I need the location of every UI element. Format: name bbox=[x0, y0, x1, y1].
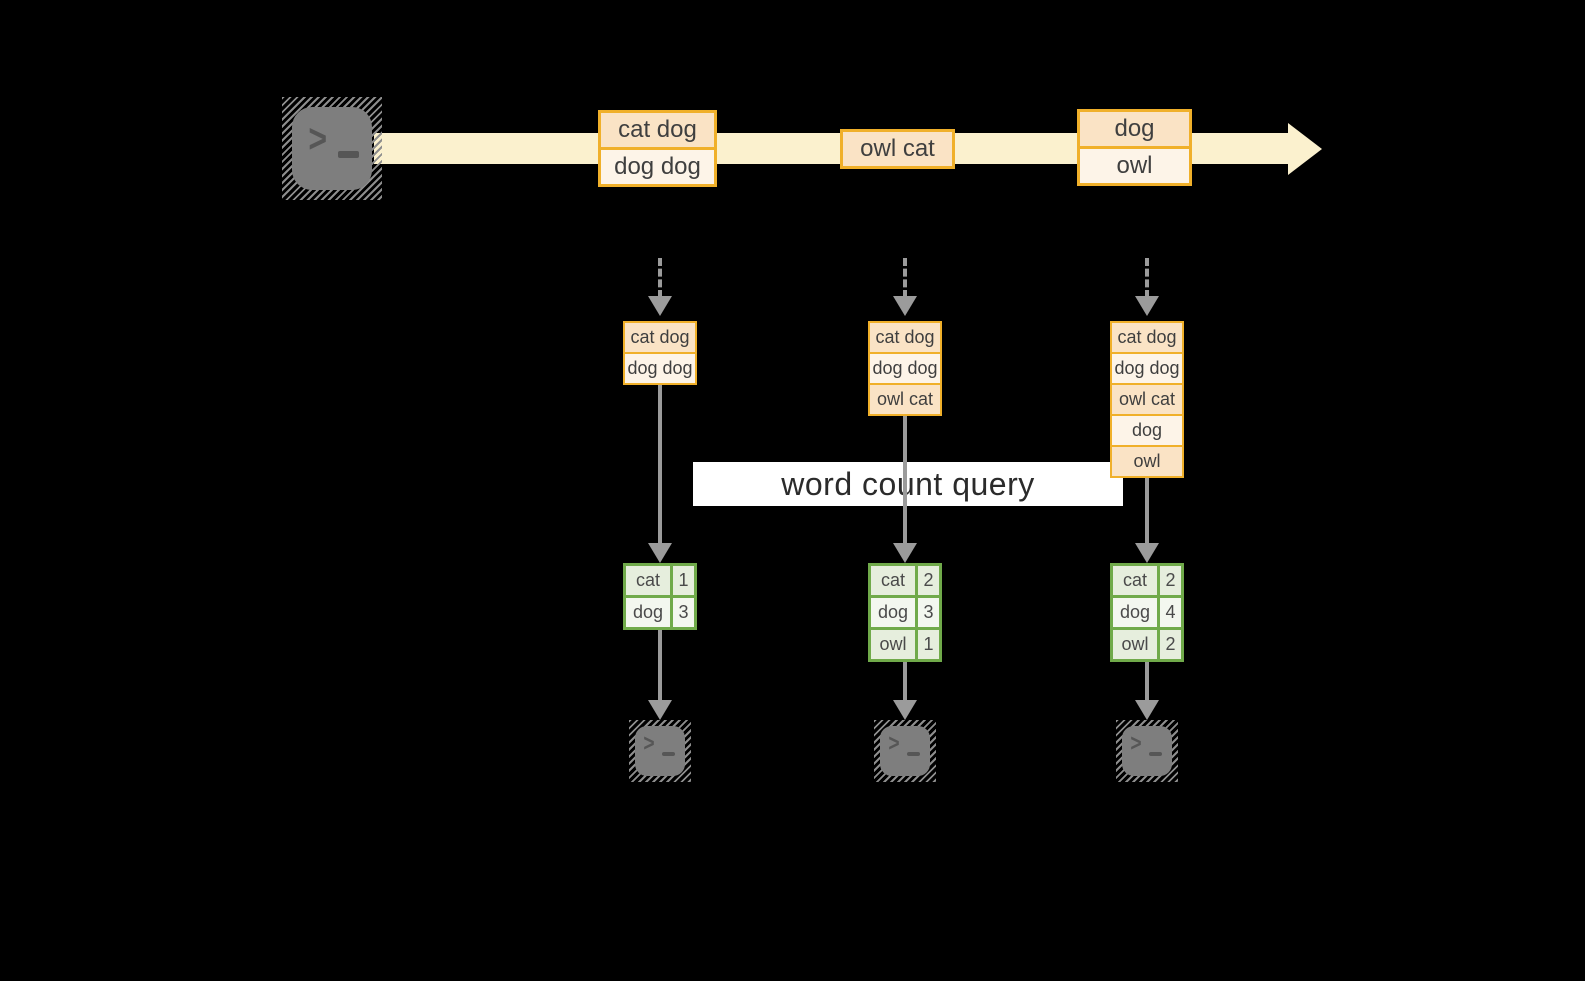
terminal-cursor-icon bbox=[907, 752, 920, 756]
count-cell: 1 bbox=[670, 566, 694, 595]
buffer-stack-1: cat dog dog dog bbox=[623, 321, 697, 385]
output-flow-line-2 bbox=[903, 662, 907, 702]
word-cell: cat bbox=[1113, 566, 1157, 595]
buffer-row: dog bbox=[1112, 414, 1182, 445]
output-flow-arrowhead-1 bbox=[648, 700, 672, 720]
count-cell: 3 bbox=[670, 598, 694, 627]
buffer-row: owl cat bbox=[1112, 383, 1182, 414]
ingest-arrow-dashed-3 bbox=[1145, 258, 1149, 298]
count-row: cat 2 bbox=[1113, 566, 1181, 595]
terminal-output-body: > bbox=[880, 726, 930, 776]
buffer-row: dog dog bbox=[625, 352, 695, 383]
word-cell: owl bbox=[1113, 630, 1157, 659]
word-cell: owl bbox=[871, 630, 915, 659]
count-row: owl 2 bbox=[1113, 627, 1181, 659]
query-flow-arrowhead-1 bbox=[648, 543, 672, 563]
terminal-prompt-icon: > bbox=[643, 730, 655, 757]
output-flow-line-1 bbox=[658, 630, 662, 702]
stream-event-line: owl bbox=[1080, 146, 1189, 183]
ingest-arrow-dashed-1 bbox=[658, 258, 662, 298]
count-table-1: cat 1 dog 3 bbox=[623, 563, 697, 630]
terminal-source-icon: > bbox=[282, 97, 382, 200]
terminal-cursor-icon bbox=[338, 151, 359, 158]
word-cell: dog bbox=[626, 598, 670, 627]
stream-arrowhead bbox=[1288, 123, 1322, 175]
count-table-3: cat 2 dog 4 owl 2 bbox=[1110, 563, 1184, 662]
terminal-prompt-icon: > bbox=[1130, 730, 1142, 757]
terminal-output-icon-1: > bbox=[629, 720, 691, 782]
buffer-stack-2: cat dog dog dog owl cat bbox=[868, 321, 942, 416]
count-cell: 2 bbox=[1157, 630, 1181, 659]
terminal-prompt-icon: > bbox=[888, 730, 900, 757]
word-cell: cat bbox=[871, 566, 915, 595]
buffer-row: owl cat bbox=[870, 383, 940, 414]
terminal-output-body: > bbox=[635, 726, 685, 776]
terminal-output-icon-3: > bbox=[1116, 720, 1178, 782]
count-cell: 3 bbox=[915, 598, 939, 627]
ingest-arrowhead-1 bbox=[648, 296, 672, 316]
buffer-row: dog dog bbox=[1112, 352, 1182, 383]
query-flow-line-2 bbox=[903, 416, 907, 545]
terminal-output-icon-2: > bbox=[874, 720, 936, 782]
query-flow-arrowhead-3 bbox=[1135, 543, 1159, 563]
count-table-2: cat 2 dog 3 owl 1 bbox=[868, 563, 942, 662]
count-row: cat 2 bbox=[871, 566, 939, 595]
count-cell: 1 bbox=[915, 630, 939, 659]
count-row: dog 4 bbox=[1113, 595, 1181, 627]
count-row: owl 1 bbox=[871, 627, 939, 659]
stream-event-box-3: dog owl bbox=[1077, 109, 1192, 186]
count-row: dog 3 bbox=[626, 595, 694, 627]
query-flow-line-1 bbox=[658, 385, 662, 545]
stream-event-box-1: cat dog dog dog bbox=[598, 110, 717, 187]
query-label-band: word count query bbox=[693, 462, 1123, 506]
output-flow-arrowhead-2 bbox=[893, 700, 917, 720]
buffer-row: dog dog bbox=[870, 352, 940, 383]
stream-event-line: dog dog bbox=[601, 147, 714, 184]
count-cell: 2 bbox=[1157, 566, 1181, 595]
word-cell: dog bbox=[1113, 598, 1157, 627]
count-cell: 2 bbox=[915, 566, 939, 595]
stream-event-line: cat dog bbox=[601, 113, 714, 147]
ingest-arrowhead-2 bbox=[893, 296, 917, 316]
ingest-arrowhead-3 bbox=[1135, 296, 1159, 316]
output-flow-arrowhead-3 bbox=[1135, 700, 1159, 720]
word-cell: dog bbox=[871, 598, 915, 627]
terminal-source-body: > bbox=[292, 107, 372, 190]
ingest-arrow-dashed-2 bbox=[903, 258, 907, 298]
terminal-cursor-icon bbox=[1149, 752, 1162, 756]
buffer-row: owl bbox=[1112, 445, 1182, 476]
query-flow-line-3 bbox=[1145, 478, 1149, 545]
query-flow-arrowhead-2 bbox=[893, 543, 917, 563]
buffer-row: cat dog bbox=[625, 323, 695, 352]
stream-event-line: dog bbox=[1080, 112, 1189, 146]
count-row: dog 3 bbox=[871, 595, 939, 627]
buffer-row: cat dog bbox=[870, 323, 940, 352]
output-flow-line-3 bbox=[1145, 662, 1149, 702]
count-cell: 4 bbox=[1157, 598, 1181, 627]
buffer-stack-3: cat dog dog dog owl cat dog owl bbox=[1110, 321, 1184, 478]
stream-event-box-2: owl cat bbox=[840, 129, 955, 169]
count-row: cat 1 bbox=[626, 566, 694, 595]
query-label: word count query bbox=[781, 465, 1035, 502]
terminal-prompt-icon: > bbox=[308, 117, 328, 161]
word-cell: cat bbox=[626, 566, 670, 595]
terminal-cursor-icon bbox=[662, 752, 675, 756]
stream-event-line: owl cat bbox=[843, 132, 952, 166]
buffer-row: cat dog bbox=[1112, 323, 1182, 352]
terminal-output-body: > bbox=[1122, 726, 1172, 776]
